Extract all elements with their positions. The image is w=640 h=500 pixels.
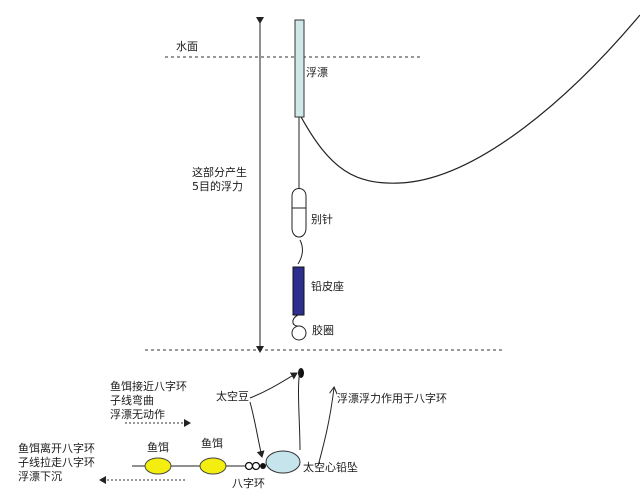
swivel-label: 八字环	[232, 477, 265, 490]
lead-seat-label: 铅皮座	[311, 280, 344, 293]
pin-label: 别针	[311, 213, 333, 226]
space-bean-pointer-2	[249, 401, 265, 458]
bait-near-label-1: 鱼饵接近八字环	[110, 380, 187, 393]
bait-2	[199, 457, 227, 475]
space-bean-pointer-1	[249, 372, 298, 399]
swivel-ring-1	[244, 461, 254, 471]
bait-near-label-2: 子线弯曲	[110, 394, 154, 407]
rubber-ring	[291, 325, 307, 341]
hollow-sinker-label: 太空心铅坠	[303, 461, 358, 474]
float-label: 浮漂	[306, 66, 328, 79]
float-body	[294, 19, 305, 118]
space-bean-label: 太空豆	[216, 390, 249, 403]
pin-hook	[297, 239, 303, 265]
pin-icon	[291, 188, 307, 238]
bait-2-label: 鱼饵	[201, 437, 223, 450]
rubber-ring-label: 胶圈	[312, 324, 334, 337]
buoyancy-label-1: 这部分产生	[192, 166, 247, 179]
rod-line	[299, 14, 640, 184]
lead-seat-hook	[292, 314, 300, 327]
float-buoyancy-effect-label: 浮漂浮力作用于八字环	[337, 392, 447, 405]
water-surface-label: 水面	[176, 40, 198, 53]
buoyancy-label-2: 5目的浮力	[192, 180, 243, 193]
hollow-sinker	[265, 450, 301, 474]
bait-1	[144, 457, 172, 475]
bait-near-label-3: 浮漂无动作	[110, 408, 165, 421]
bait-1-label: 鱼饵	[147, 441, 169, 454]
bait-away-label-1: 鱼饵离开八字环	[18, 442, 95, 455]
bait-away-label-2: 子线拉走八字环	[18, 456, 95, 469]
line-to-sinker	[297, 367, 302, 451]
lead-seat	[292, 266, 305, 316]
bait-away-label-3: 浮漂下沉	[18, 470, 62, 483]
swivel-bead	[260, 463, 266, 469]
buoyancy-up-arrow	[317, 388, 334, 467]
swivel-ring-2	[251, 461, 261, 471]
